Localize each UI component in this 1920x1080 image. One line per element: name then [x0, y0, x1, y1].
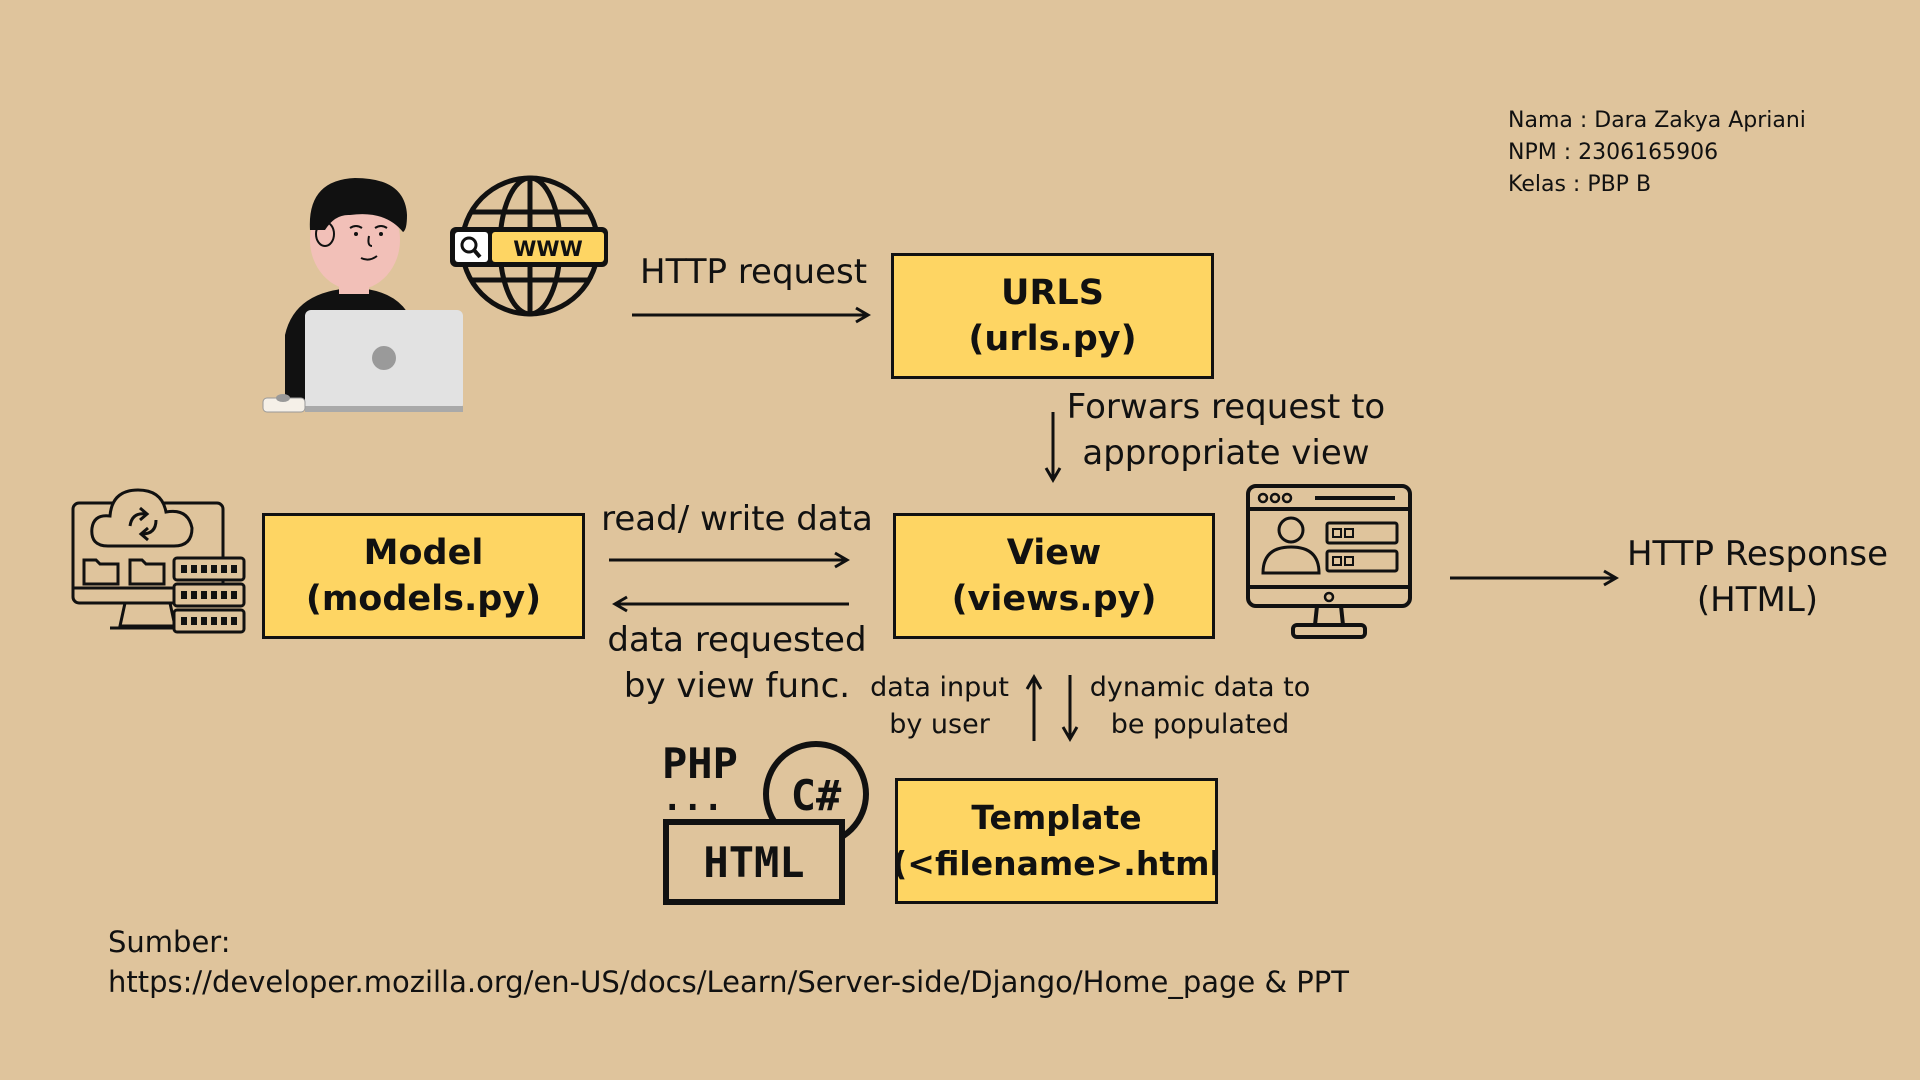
view-title: View	[1006, 533, 1102, 573]
author-class: Kelas : PBP B	[1508, 172, 1652, 197]
template-box: Template (<filename>.html	[892, 778, 1221, 904]
model-file: (models.py)	[305, 579, 542, 619]
model-title: Model	[363, 533, 484, 573]
source-url: https://developer.mozilla.org/en-US/docs…	[108, 965, 1349, 999]
author-name: Nama : Dara Zakya Apriani	[1508, 108, 1806, 133]
dynamic-data-label-1: dynamic data to	[1089, 672, 1311, 703]
dots-text: ...	[662, 779, 723, 819]
urls-file: (urls.py)	[968, 319, 1137, 359]
arrow-down-forward	[1044, 412, 1062, 483]
read-write-label: read/ write data	[601, 499, 873, 539]
data-requested-label-2: by view func.	[623, 666, 851, 706]
arrow-right-response	[1450, 569, 1619, 587]
arrow-right-read-write	[609, 551, 850, 569]
data-input-label-2: by user	[889, 709, 990, 740]
source-label: Sumber:	[108, 925, 231, 959]
html-text: HTML	[703, 838, 804, 887]
code-languages-icon: PHP ... C# HTML	[662, 739, 869, 905]
arrow-left-data-requested	[612, 595, 849, 613]
urls-box: URLS (urls.py)	[891, 253, 1214, 379]
browser-monitor-icon	[1246, 484, 1412, 639]
forwards-label-1: Forwars request to	[1066, 387, 1386, 427]
csharp-text: C#	[791, 771, 842, 820]
data-input-label-1: data input	[870, 672, 1009, 703]
forwards-label-2: appropriate view	[1082, 433, 1370, 473]
globe-www-icon: WWW	[450, 175, 608, 317]
author-npm: NPM : 2306165906	[1508, 140, 1719, 165]
view-file: (views.py)	[951, 579, 1157, 619]
template-file: (<filename>.html	[892, 844, 1221, 883]
http-response-label-1: HTTP Response	[1626, 534, 1889, 574]
dynamic-data-label-2: be populated	[1110, 709, 1290, 740]
arrow-down-dynamic-data	[1061, 675, 1079, 742]
template-title: Template	[971, 798, 1142, 837]
database-server-icon	[71, 488, 246, 634]
arrow-right-request	[632, 306, 871, 324]
person-laptop-icon	[262, 178, 463, 413]
http-request-label: HTTP request	[640, 252, 868, 292]
model-box: Model (models.py)	[262, 513, 585, 639]
view-box: View (views.py)	[893, 513, 1215, 639]
php-text: PHP	[662, 739, 738, 788]
data-requested-label-1: data requested	[607, 620, 867, 660]
http-response-label-2: (HTML)	[1696, 580, 1819, 620]
arrow-up-data-input	[1025, 674, 1043, 741]
urls-title: URLS	[1001, 273, 1104, 313]
www-text: WWW	[513, 237, 583, 261]
